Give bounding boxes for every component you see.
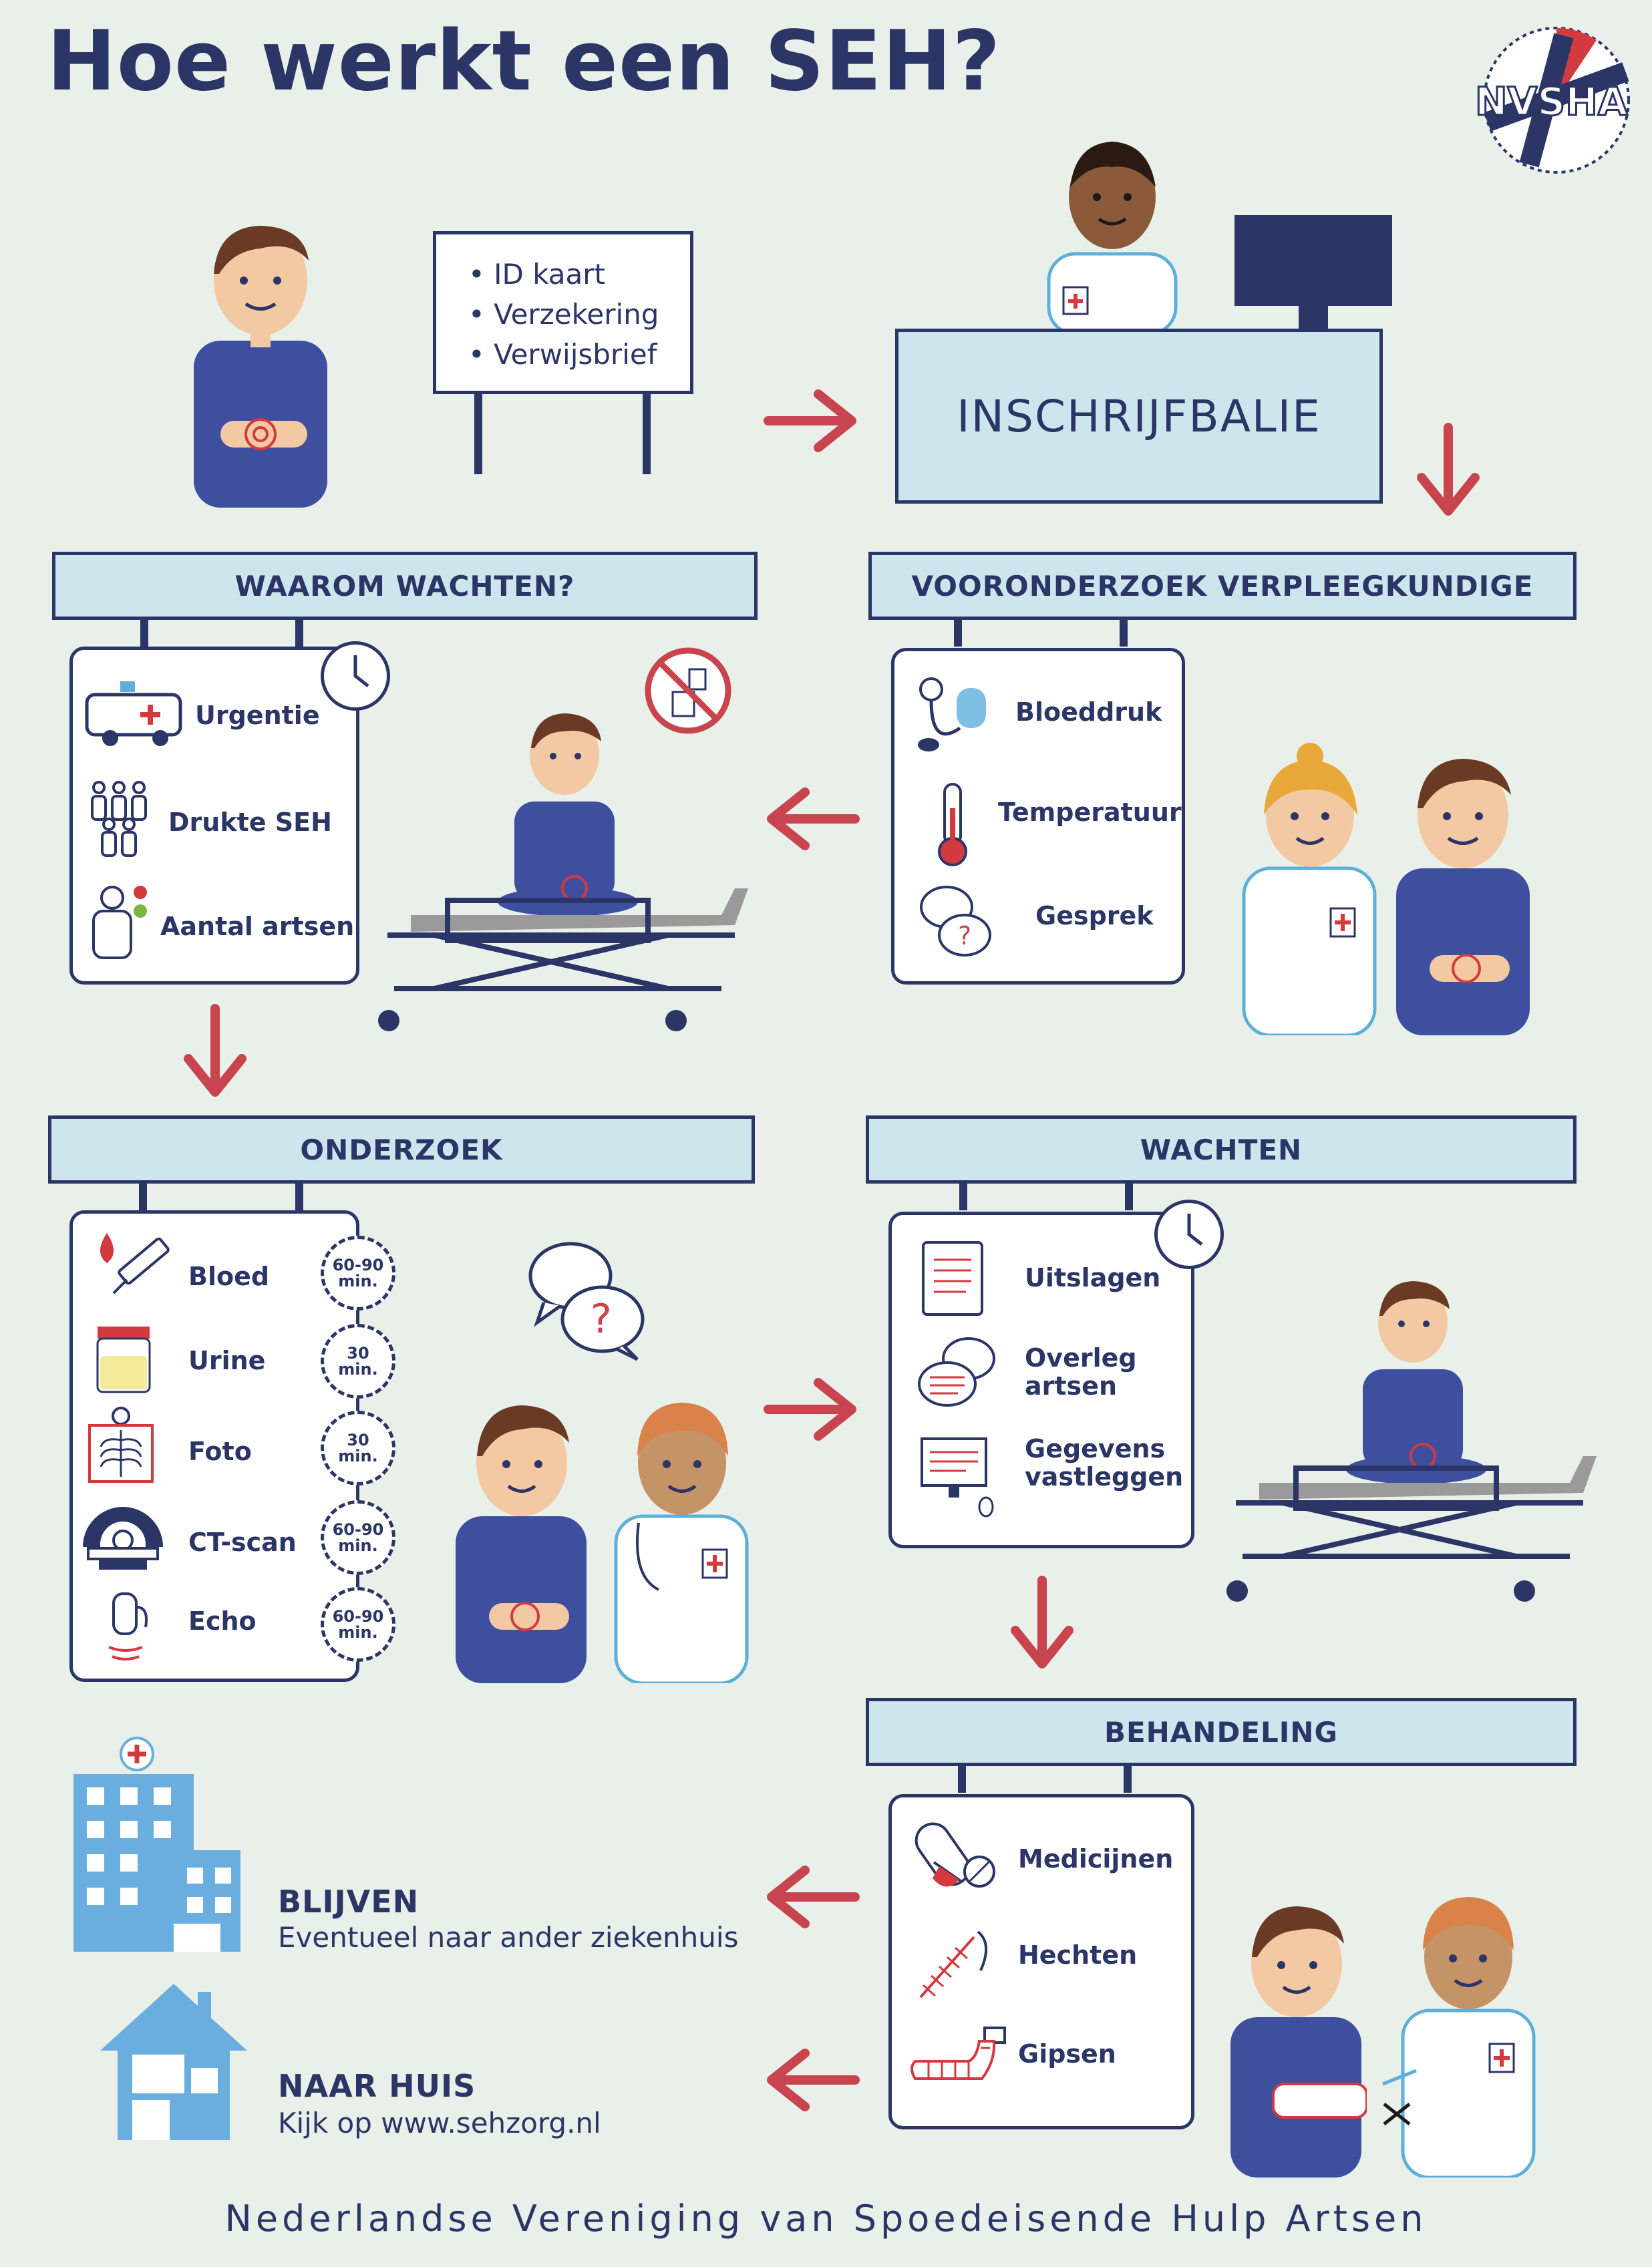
arrow-down-icon	[1009, 1574, 1076, 1674]
footer-organization-name: Nederlandse Vereniging van Spoedeisende …	[224, 2198, 1428, 2240]
hanger	[1125, 1184, 1133, 1210]
item-label: Gipsen	[1018, 2039, 1116, 2069]
ambulance-icon	[80, 675, 187, 748]
page-title: Hoe werkt een SEH?	[47, 13, 1001, 110]
outcome-title-blijven: BLIJVEN	[278, 1884, 420, 1920]
sign-item: • Verzekering	[468, 298, 659, 331]
doctor-count-icon	[86, 883, 152, 963]
house-icon	[98, 1981, 250, 2140]
xray-icon	[84, 1407, 158, 1487]
nurse-figure	[1240, 741, 1380, 1035]
section-header-onderzoek: ONDERZOEK	[48, 1115, 755, 1184]
patient-figure	[1226, 1890, 1367, 2177]
logo-text: NVSHA	[1475, 79, 1628, 124]
monitor-icon	[1234, 215, 1392, 330]
clock-icon	[1154, 1200, 1224, 1269]
hanger	[954, 620, 962, 647]
nvsha-logo: NVSHA	[1470, 20, 1637, 180]
ct-scanner-icon	[76, 1500, 170, 1574]
item-label: Urine	[188, 1346, 266, 1375]
section-header-vooronderzoek: VOORONDERZOEK VERPLEEGKUNDIGE	[868, 552, 1577, 620]
hanger	[139, 1184, 147, 1210]
hanger	[140, 620, 148, 647]
item-label: Echo	[188, 1606, 257, 1636]
patient-figure	[452, 1389, 592, 1683]
crowd-icon	[86, 777, 152, 858]
section-header-behandeling: BEHANDELING	[866, 1698, 1577, 1766]
item-label: Overleg artsen	[1025, 1343, 1137, 1401]
svg-text:?: ?	[958, 921, 971, 950]
section-header-waarom-wachten: WAAROM WACHTEN?	[52, 552, 758, 620]
clock-icon	[321, 641, 390, 711]
sign-item: • Verwijsbrief	[468, 338, 657, 371]
item-label: Gegevens vastleggen	[1025, 1434, 1184, 1492]
stitches-icon	[914, 1924, 994, 2004]
thermometer-icon	[933, 781, 973, 868]
urine-cup-icon	[94, 1323, 154, 1396]
hospital-building-icon	[73, 1737, 240, 1952]
no-food-drink-icon	[643, 645, 733, 736]
receptionist-figure	[1042, 134, 1182, 334]
section-header-wachten: WACHTEN	[866, 1115, 1577, 1184]
item-label: Drukte SEH	[168, 808, 332, 837]
required-documents-sign: • ID kaart • Verzekering • Verwijsbrief	[433, 231, 693, 394]
patient-on-bed-figure	[374, 701, 748, 1035]
hanger	[959, 1184, 967, 1210]
item-label: Bloed	[188, 1262, 270, 1291]
item-label: Hechten	[1018, 1940, 1138, 1970]
hanger	[1120, 620, 1128, 647]
item-label: Medicijnen	[1018, 1844, 1174, 1874]
hanger	[958, 1766, 966, 1793]
pill-icon	[913, 1814, 999, 1894]
patient-figure	[180, 214, 341, 508]
cast-icon	[902, 2021, 1009, 2095]
sign-post	[474, 394, 482, 474]
blood-syringe-icon	[87, 1226, 180, 1300]
hanger	[295, 620, 303, 647]
arrow-right-icon	[762, 387, 862, 454]
outcome-subtitle-naar-huis: Kijk op www.sehzorg.nl	[278, 2107, 601, 2139]
outcome-title-naar-huis: NAAR HUIS	[278, 2068, 476, 2104]
arrow-left-icon	[762, 2047, 862, 2113]
document-icon	[919, 1240, 986, 1317]
question-bubbles-icon: ?	[524, 1236, 651, 1363]
patient-on-bed-figure	[1222, 1269, 1597, 1603]
item-label: Urgentie	[195, 701, 320, 730]
item-label: Aantal artsen	[160, 912, 355, 941]
registration-desk: INSCHRIJFBALIE	[895, 329, 1383, 504]
chat-icon	[915, 1333, 998, 1413]
item-label: CT-scan	[188, 1528, 297, 1557]
arrow-left-icon	[762, 786, 862, 852]
doctor-figure	[1376, 1884, 1543, 2177]
sign-item: • ID kaart	[468, 258, 605, 291]
item-label: Uitslagen	[1025, 1263, 1161, 1292]
item-label: Gesprek	[1035, 901, 1154, 930]
item-label: Temperatuur	[998, 798, 1182, 827]
arrow-down-icon	[1415, 421, 1482, 521]
ultrasound-probe-icon	[99, 1587, 152, 1667]
svg-text:?: ?	[591, 1296, 612, 1343]
item-label: Foto	[188, 1437, 252, 1466]
item-label: Bloeddruk	[1015, 697, 1162, 727]
patient-figure	[1389, 741, 1536, 1035]
arrow-down-icon	[182, 1002, 249, 1102]
arrow-left-icon	[762, 1864, 862, 1930]
hanger	[1124, 1766, 1132, 1793]
hanger	[295, 1184, 303, 1210]
outcome-subtitle-blijven: Eventueel naar ander ziekenhuis	[278, 1921, 739, 1954]
computer-icon	[919, 1436, 1002, 1520]
arrow-right-icon	[762, 1376, 862, 1443]
speech-bubbles-icon: ?	[917, 882, 997, 962]
doctor-figure	[612, 1389, 752, 1683]
blood-pressure-icon	[917, 675, 990, 755]
sign-post	[643, 394, 651, 474]
